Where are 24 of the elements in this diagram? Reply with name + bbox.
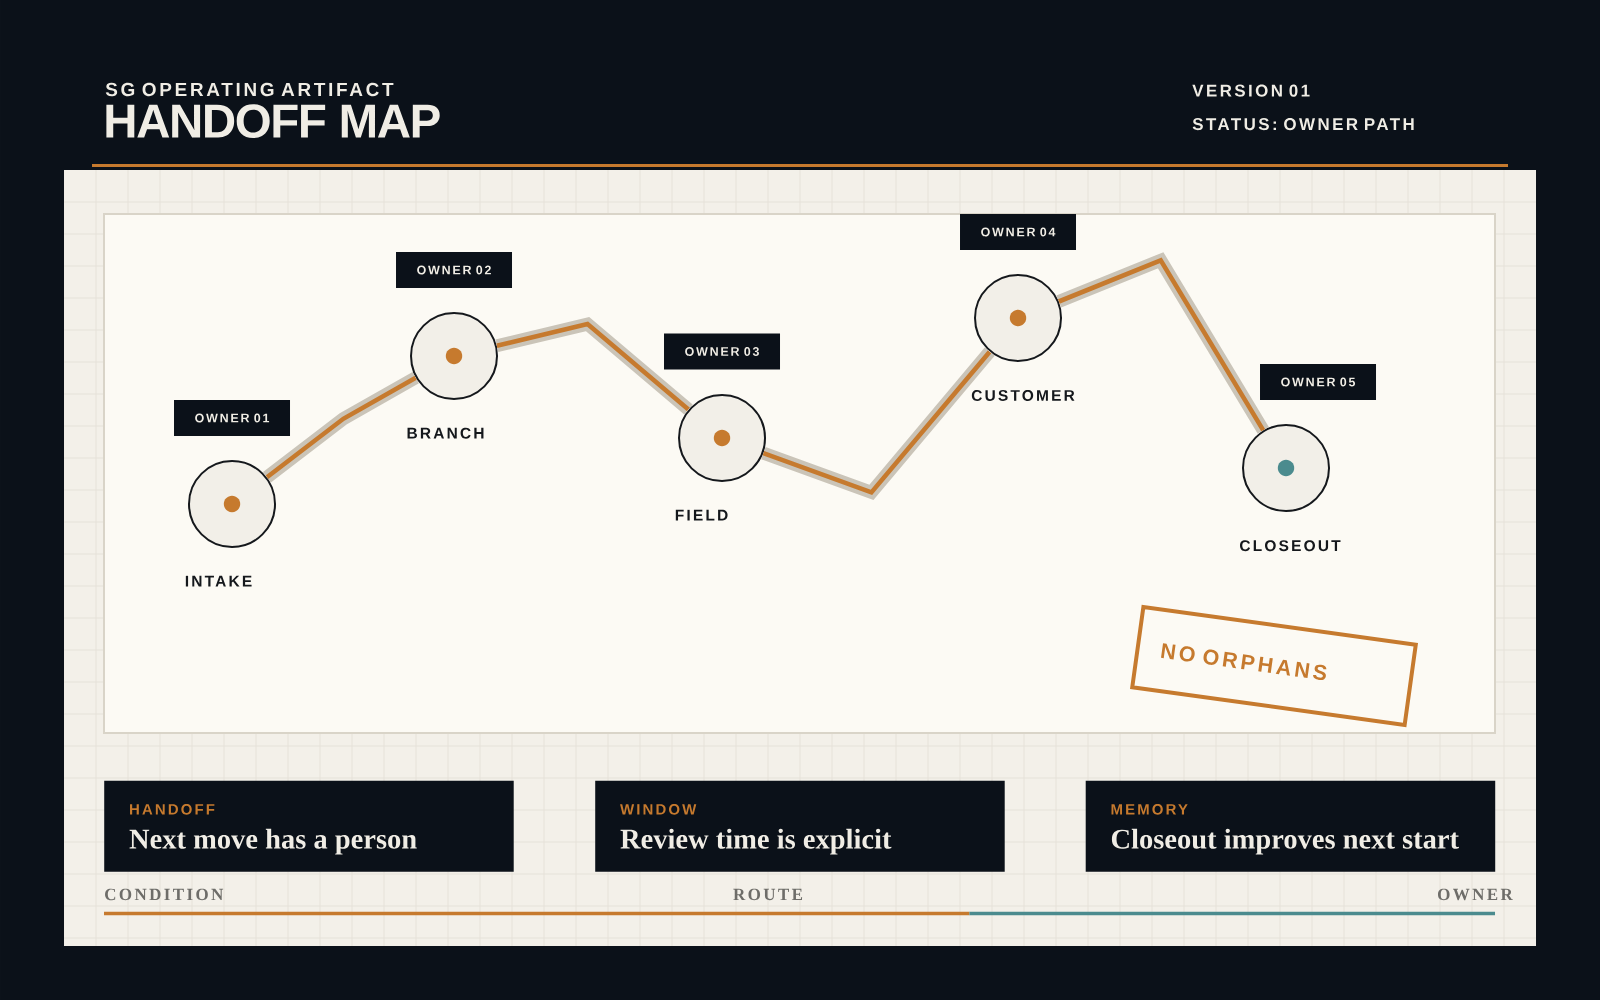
stage-label: INTAKE xyxy=(185,575,252,587)
subtitle: SG OPERATING ARTIFACT xyxy=(105,82,394,97)
route-line xyxy=(761,347,995,501)
stage-label: BRANCH xyxy=(407,427,484,439)
stage-label: CUSTOMER xyxy=(971,390,1075,401)
title: HANDOFF MAP xyxy=(106,104,440,138)
route-line xyxy=(263,372,419,483)
info-card: HANDOFF Next move has a person xyxy=(104,780,514,872)
route-line xyxy=(495,317,693,415)
owner-tag: OWNER 03 xyxy=(664,333,780,370)
status-label: STATUS: OWNER PATH xyxy=(1192,118,1414,131)
stage-label: FIELD xyxy=(675,509,728,521)
owner-tag: OWNER 04 xyxy=(960,214,1076,250)
scale-label: ROUTE xyxy=(733,888,803,901)
info-card: WINDOW Review time is explicit xyxy=(595,780,1005,872)
owner-tag: OWNER 02 xyxy=(396,252,512,288)
scale-label: OWNER xyxy=(1438,888,1513,901)
owner-tag: OWNER 05 xyxy=(1260,364,1376,400)
version-label: VERSION 01 xyxy=(1192,84,1310,97)
owner-tag: OWNER 01 xyxy=(174,400,290,436)
route-line xyxy=(1056,252,1269,434)
scale-label: CONDITION xyxy=(105,888,224,901)
stage-label: CLOSEOUT xyxy=(1240,540,1341,552)
info-card: MEMORY Closeout improves next start xyxy=(1085,780,1496,872)
